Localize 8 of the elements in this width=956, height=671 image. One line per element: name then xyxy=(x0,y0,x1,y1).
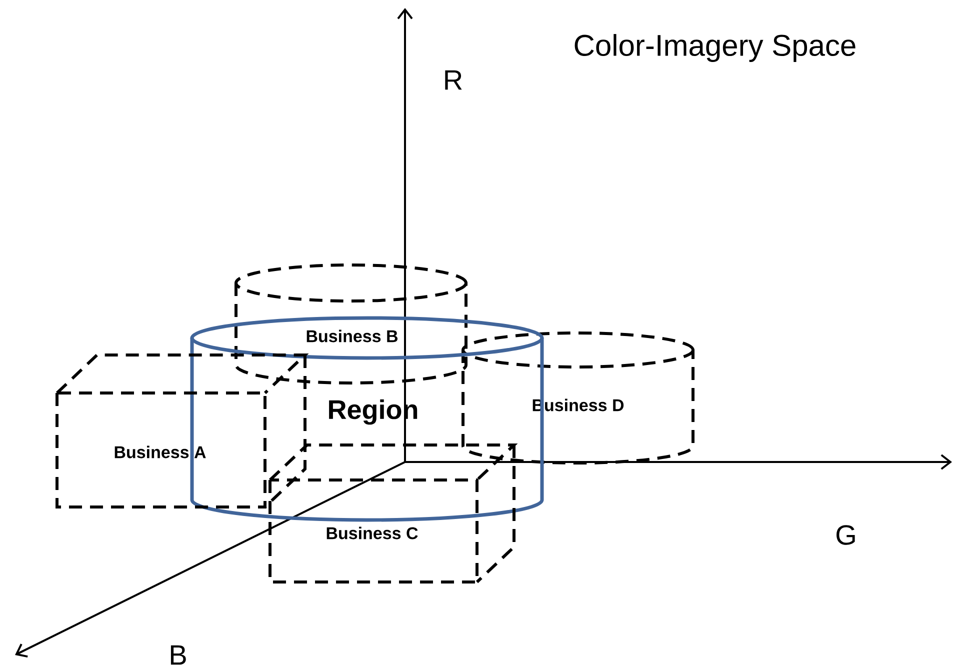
node-label: Business B xyxy=(306,330,398,342)
cylinder: Business B xyxy=(234,264,468,384)
axis-label: R xyxy=(445,70,462,90)
title: Color-Imagery Space xyxy=(574,34,856,62)
axis-label: B xyxy=(170,645,186,665)
axis-label: G xyxy=(836,525,855,545)
cube-box: Business A xyxy=(56,354,309,508)
cube-box: Business C xyxy=(268,444,518,584)
